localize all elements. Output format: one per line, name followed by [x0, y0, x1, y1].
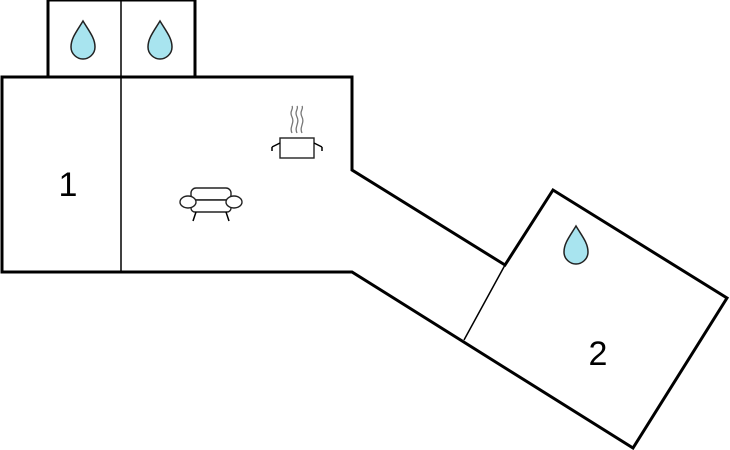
water-drop-icon: [563, 224, 589, 265]
room-2-divider: [463, 264, 506, 341]
cooking-pot-icon: [271, 105, 323, 159]
room-1-label: 1: [59, 166, 78, 204]
water-drop-icon: [70, 19, 96, 60]
water-drop-icon: [147, 19, 173, 60]
sofa-icon: [179, 187, 243, 222]
room-2-label: 2: [589, 335, 608, 373]
